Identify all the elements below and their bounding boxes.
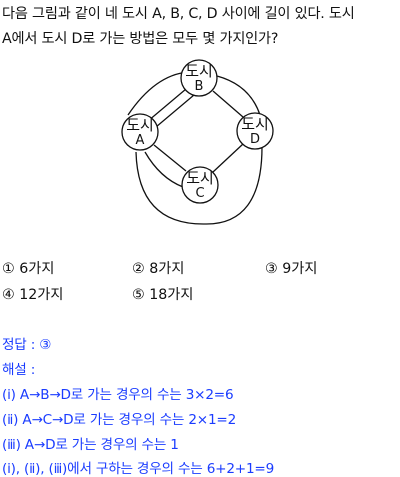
city-b-name: 도시 <box>185 62 213 80</box>
choice-3-text: 9가지 <box>282 261 318 277</box>
answer-label: 정답 : ③ <box>2 337 52 353</box>
explanation-line-2: (ⅱ) A→C→D로 가는 경우의 수는 2×1=2 <box>2 412 237 428</box>
choice-2-text: 8가지 <box>149 261 185 277</box>
choice-1-number: ① <box>2 261 15 277</box>
explanation-label: 해설 : <box>2 362 36 378</box>
choice-4-number: ④ <box>2 287 15 303</box>
road-a-d <box>135 146 263 225</box>
choice-4[interactable]: ④ 12가지 <box>2 284 63 304</box>
choice-3[interactable]: ③ 9가지 <box>265 258 317 278</box>
choice-2[interactable]: ② 8가지 <box>132 258 184 278</box>
city-node-d: 도시 D <box>236 112 274 150</box>
city-a-name: 도시 <box>126 116 154 134</box>
city-node-b: 도시 B <box>180 59 218 97</box>
road-a-c-2 <box>144 151 184 188</box>
road-b-d-1 <box>212 90 244 118</box>
choice-1-text: 6가지 <box>19 261 55 277</box>
road-a-b-3 <box>155 94 195 128</box>
question-line-2: A에서 도시 D로 가는 방법은 모두 몇 가지인가? <box>2 31 279 47</box>
city-b-letter: B <box>195 79 204 94</box>
city-node-a: 도시 A <box>121 113 159 151</box>
road-b-d-2 <box>216 75 261 116</box>
city-c-letter: C <box>195 186 204 201</box>
choice-3-number: ③ <box>265 261 278 277</box>
road-a-b-2 <box>147 88 187 122</box>
choice-1[interactable]: ① 6가지 <box>2 258 54 278</box>
road-c-d <box>212 143 244 173</box>
choice-5[interactable]: ⑤ 18가지 <box>132 284 193 304</box>
explanation-line-3: (ⅲ) A→D로 가는 경우의 수는 1 <box>2 437 179 453</box>
explanation-line-1: (ⅰ) A→B→D로 가는 경우의 수는 3×2=6 <box>2 387 234 403</box>
road-a-b-1 <box>127 71 189 116</box>
city-c-name: 도시 <box>186 169 214 187</box>
question-line-1: 다음 그림과 같이 네 도시 A, B, C, D 사이에 길이 있다. 도시 <box>2 6 355 22</box>
choice-2-number: ② <box>132 261 145 277</box>
city-d-letter: D <box>250 132 260 147</box>
choice-5-number: ⑤ <box>132 287 145 303</box>
city-a-letter: A <box>136 133 145 148</box>
explanation-line-4: (ⅰ), (ⅱ), (ⅲ)에서 구하는 경우의 수는 6+2+1=9 <box>2 461 275 477</box>
choice-4-text: 12가지 <box>19 287 64 303</box>
city-node-c: 도시 C <box>181 166 219 204</box>
choice-5-text: 18가지 <box>149 287 194 303</box>
road-a-c-1 <box>153 144 187 172</box>
city-d-name: 도시 <box>241 115 269 133</box>
